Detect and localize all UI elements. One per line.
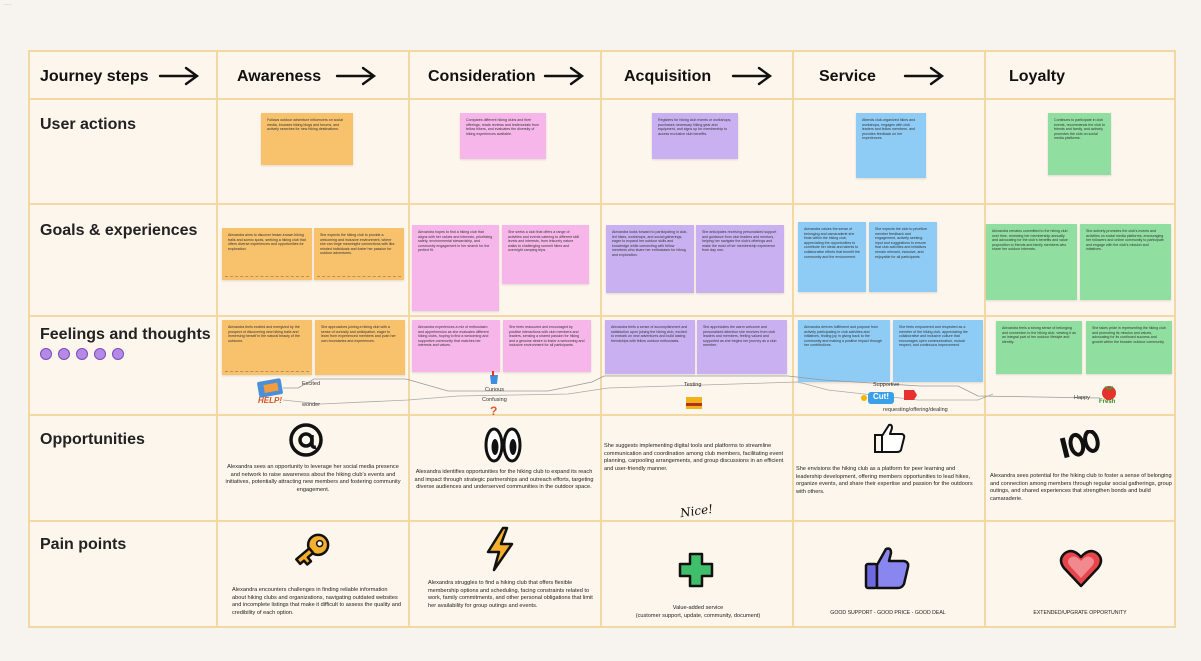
like-icon bbox=[864, 545, 912, 591]
row-label-opportunities: Opportunities bbox=[40, 431, 145, 448]
sticky-note: She expects the club to prioritize membe… bbox=[869, 222, 937, 292]
sticky-note: She approaches joining a hiking club wit… bbox=[315, 320, 405, 375]
grid-line bbox=[28, 50, 30, 628]
feeling-label: wonder bbox=[302, 402, 321, 408]
sticky-note: Alexandra experiences a mix of enthusias… bbox=[412, 320, 500, 372]
eyes-icon bbox=[483, 425, 523, 465]
grid-line bbox=[600, 50, 602, 628]
arrow-right-icon bbox=[335, 66, 377, 86]
cut-sticker-icon: Cut! bbox=[860, 391, 898, 405]
feeling-label: requesting/offering/dealing bbox=[883, 407, 948, 413]
tag-sticker-icon bbox=[902, 388, 918, 402]
sticky-note: Alexandra remains committed to the hikin… bbox=[986, 224, 1077, 300]
gift-icon bbox=[684, 394, 704, 410]
feeling-label: Confusing bbox=[482, 397, 507, 403]
grid-line bbox=[28, 203, 1176, 205]
sticky-note: Compares different hiking clubs and thei… bbox=[460, 113, 546, 159]
key-icon bbox=[290, 528, 334, 572]
emoji-icon bbox=[112, 348, 124, 360]
grid-line bbox=[216, 50, 218, 628]
grid-line bbox=[1174, 50, 1176, 628]
question-mark-icon: ? bbox=[490, 404, 498, 418]
stage-awareness: Awareness bbox=[237, 68, 322, 85]
sticky-note: Alexandra feels a strong sense of belong… bbox=[996, 321, 1082, 374]
feeling-label: Curious bbox=[485, 387, 504, 393]
row-label-pain-points: Pain points bbox=[40, 536, 127, 553]
emotion-curve bbox=[282, 375, 1101, 405]
grid-line bbox=[28, 315, 1176, 317]
sticky-note: Follows outdoor adventure influencers on… bbox=[261, 113, 353, 165]
sticky-note: Alexandra values the sense of belonging … bbox=[798, 222, 866, 292]
grid-line bbox=[28, 414, 1176, 416]
grid-line bbox=[408, 50, 410, 628]
opportunity-text: Alexandra sees an opportunity to leverag… bbox=[225, 464, 401, 493]
thumbs-up-icon bbox=[873, 422, 907, 454]
emoji-icon bbox=[76, 348, 88, 360]
pain-point-text: Alexandra encounters challenges in findi… bbox=[232, 587, 402, 616]
grid-line bbox=[28, 50, 1176, 52]
sticky-note: She feels empowered and respected as a m… bbox=[893, 320, 983, 382]
emoji-icon bbox=[58, 348, 70, 360]
arrow-right-icon bbox=[543, 66, 585, 86]
sticky-note: She feels reassured and encouraged by po… bbox=[503, 320, 591, 372]
row-label-user-actions: User actions bbox=[40, 116, 137, 133]
sticky-note: Registers for hiking club events or work… bbox=[652, 113, 738, 159]
heart-icon bbox=[1058, 546, 1104, 590]
arrow-right-icon bbox=[903, 66, 945, 86]
row-label-feelings: Feelings and thoughts bbox=[40, 326, 211, 343]
sticky-note: Alexandra feels excited and energized by… bbox=[222, 320, 312, 375]
sticky-note: Continues to participate in club events,… bbox=[1048, 113, 1111, 175]
sticky-note: She seeks a club that offers a range of … bbox=[502, 225, 589, 284]
hundred-icon bbox=[1058, 429, 1102, 460]
row-label-goals: Goals & experiences bbox=[40, 222, 198, 239]
stage-service: Service bbox=[819, 68, 876, 85]
sticky-note: She actively promotes the club's events … bbox=[1080, 224, 1171, 300]
stage-consideration: Consideration bbox=[428, 68, 536, 85]
feeling-label: Excited bbox=[302, 381, 321, 387]
grid-line bbox=[28, 520, 1176, 522]
sticky-note: Alexandra looks forward to participating… bbox=[606, 225, 694, 293]
journey-steps-label: Journey steps bbox=[40, 68, 149, 85]
arrow-right-icon bbox=[158, 66, 200, 86]
sticky-note: She expects the hiking club to provide a… bbox=[314, 228, 404, 280]
grid-line bbox=[792, 50, 794, 628]
opportunity-text: Alexandra identifies opportunities for t… bbox=[414, 469, 594, 491]
opportunity-text: She envisions the hiking club as a platf… bbox=[796, 466, 973, 495]
plus-icon bbox=[676, 550, 716, 590]
sticky-note: Alexandra feels a sense of accomplishmen… bbox=[605, 320, 695, 374]
arrow-right-icon bbox=[731, 66, 773, 86]
pain-point-text: Value-added service (customer support, u… bbox=[635, 605, 761, 619]
sticky-note: Alexandra aims to discover lesser-known … bbox=[222, 228, 312, 280]
grid-line bbox=[984, 50, 986, 628]
grid-line bbox=[28, 98, 1176, 100]
sticky-note: Alexandra derives fulfillment and purpos… bbox=[798, 320, 890, 382]
feeling-label: Happy bbox=[1074, 395, 1090, 401]
stage-acquisition: Acquisition bbox=[624, 68, 712, 85]
feeling-label: Testing bbox=[684, 382, 702, 388]
tomato-sticker-icon: Fresh bbox=[1098, 384, 1120, 408]
canvas-corner-mark: ····· bbox=[4, 2, 12, 8]
journey-map-board: Journey steps Awareness Consideration Ac… bbox=[28, 50, 1176, 628]
at-sign-icon bbox=[288, 420, 324, 460]
sticky-note: She anticipates receiving personalized s… bbox=[696, 225, 784, 293]
stage-loyalty: Loyalty bbox=[1009, 68, 1066, 85]
sticky-note: She appreciates the warm welcome and per… bbox=[697, 320, 787, 374]
pain-point-text: GOOD SUPPORT - GOOD PRICE - GOOD DEAL bbox=[830, 610, 946, 616]
opportunity-text: She suggests implementing digital tools … bbox=[604, 443, 784, 472]
pain-point-text: Alexandra struggles to find a hiking clu… bbox=[428, 580, 593, 609]
sticky-note: Alexandra hopes to find a hiking club th… bbox=[412, 225, 499, 311]
grid-line bbox=[28, 626, 1176, 628]
feeling-label: Supportive bbox=[873, 382, 900, 388]
cup-icon bbox=[488, 371, 500, 385]
lightning-icon bbox=[483, 526, 517, 572]
nice-sticker: Nice! bbox=[679, 501, 714, 521]
emoji-icon bbox=[94, 348, 106, 360]
emoji-icon bbox=[40, 348, 52, 360]
opportunity-text: Alexandra sees potential for the hiking … bbox=[990, 473, 1172, 502]
sticky-note: Attends club-organized hikes and worksho… bbox=[856, 113, 926, 178]
help-sticker-icon: HELP! bbox=[254, 378, 290, 408]
sticky-note: She takes pride in representing the hiki… bbox=[1086, 321, 1172, 374]
pain-point-text: EXTENDED/UPGRATE OPPORTUNITY bbox=[1033, 610, 1127, 616]
